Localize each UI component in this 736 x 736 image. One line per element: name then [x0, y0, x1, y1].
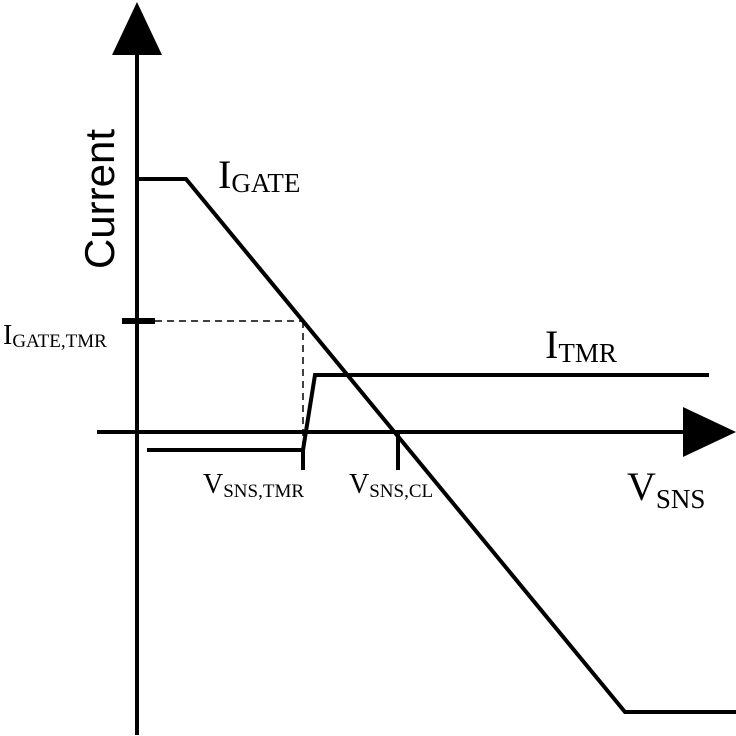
- x-axis-label-main: V: [627, 464, 656, 509]
- y-axis-label: Current: [76, 129, 123, 269]
- igate-tmr-label-main: I: [3, 320, 12, 351]
- itmr-label-main: I: [545, 322, 558, 367]
- igate-label-sub: GATE: [231, 168, 300, 198]
- vsns-tmr-label: VSNS,TMR: [203, 469, 304, 502]
- itmr-label-sub: TMR: [558, 338, 617, 368]
- itmr-curve: [147, 373, 709, 452]
- vsns-cl-label-main: V: [349, 469, 369, 500]
- itmr-label: ITMR: [545, 322, 617, 368]
- igate-label: IGATE: [218, 152, 300, 198]
- x-axis-arrow: [683, 407, 736, 457]
- vsns-cl-label: VSNS,CL: [349, 469, 433, 502]
- igate-curve: [137, 177, 736, 714]
- vsns-tmr-label-main: V: [203, 469, 223, 500]
- x-axis-label: VSNS: [627, 464, 705, 514]
- igate-label-main: I: [218, 152, 231, 197]
- igate-tmr-label: IGATE,TMR: [3, 320, 107, 352]
- y-axis-arrow: [112, 2, 162, 55]
- x-axis-label-sub: SNS: [656, 484, 706, 514]
- vsns-cl-label-sub: SNS,CL: [369, 481, 433, 502]
- vsns-tmr-label-sub: SNS,TMR: [223, 481, 304, 502]
- igate-tmr-label-sub: GATE,TMR: [12, 331, 107, 352]
